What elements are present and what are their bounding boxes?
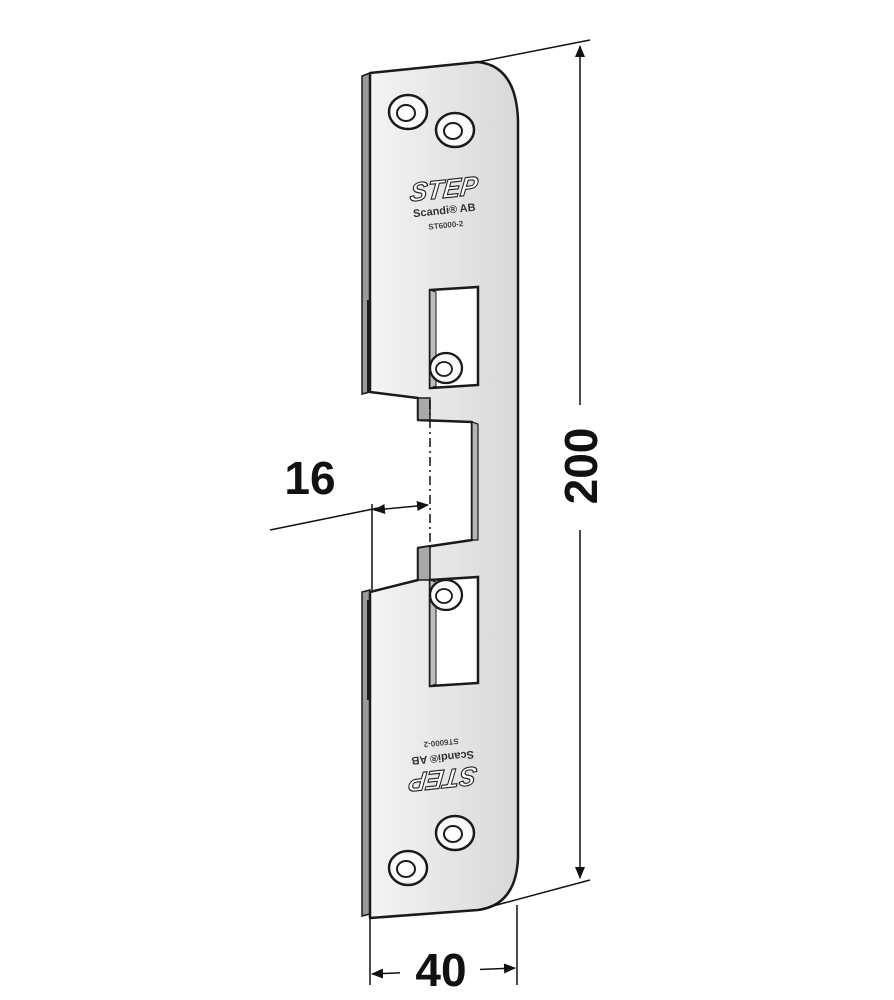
offset-dimension-label: 16 bbox=[284, 452, 335, 504]
offset-dimension-line bbox=[373, 501, 429, 514]
extension-line-bottom bbox=[477, 879, 591, 911]
extension-line-top bbox=[477, 39, 591, 63]
part-code-top: ST6000-2 bbox=[428, 219, 464, 232]
screw-hole-upper-slot bbox=[428, 351, 464, 385]
striking-plate: STEP Scandi® AB ST6000-2 STEP Scandi® AB… bbox=[361, 60, 520, 920]
leader-line bbox=[269, 507, 379, 531]
screw-hole-lower-slot bbox=[428, 578, 464, 612]
screw-hole-bottom-right bbox=[434, 814, 476, 852]
part-code-bottom: ST6000-2 bbox=[423, 736, 459, 749]
dimension-offset bbox=[269, 400, 431, 590]
screw-hole-bottom-left bbox=[387, 849, 429, 887]
width-dimension-label: 40 bbox=[415, 944, 466, 996]
height-dimension-label: 200 bbox=[555, 428, 607, 505]
screw-hole-top-left bbox=[387, 93, 429, 131]
screw-hole-top-right bbox=[434, 111, 476, 149]
